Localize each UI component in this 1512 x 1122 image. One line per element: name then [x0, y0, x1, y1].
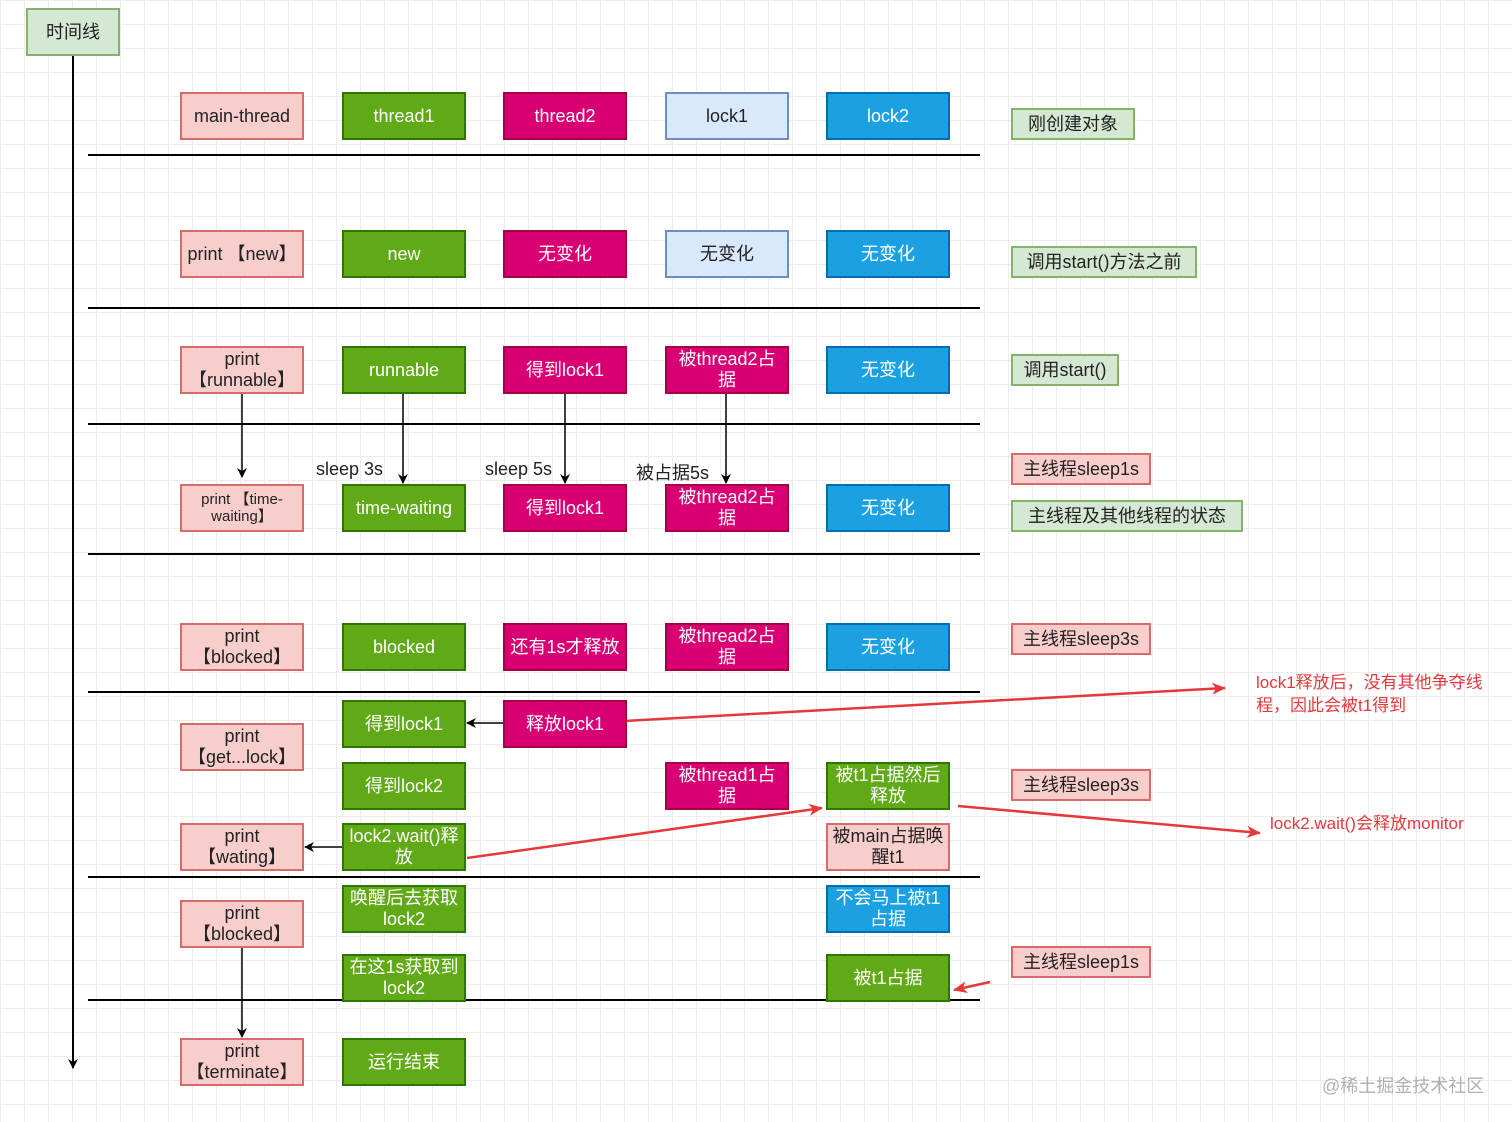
main-thread-header: main-thread: [180, 92, 304, 140]
thread2-state-new: 无变化: [503, 230, 627, 278]
lock1-state-blocked: 被thread2占据: [665, 623, 789, 671]
thread1-wake-acquire: 唤醒后去获取 lock2: [342, 885, 466, 933]
lock2-state-runnable: 无变化: [826, 346, 950, 394]
timeline-label: 时间线: [26, 8, 120, 56]
thread2-state-time-waiting: 得到lock1: [503, 484, 627, 532]
main-state-blocked: print 【blocked】: [180, 623, 304, 671]
watermark: @稀土掘金技术社区: [1322, 1076, 1485, 1096]
lock2-held-by-t1: 被t1占据: [826, 954, 950, 1002]
stage-main-sleep-3s-2: 主线程sleep3s: [1011, 769, 1151, 801]
lock1-header: lock1: [665, 92, 789, 140]
red-arrow-wait-to-lock2: [466, 803, 823, 860]
lock2-state-time-waiting: 无变化: [826, 484, 950, 532]
thread2-state-blocked: 还有1s才释放: [503, 623, 627, 671]
main-state-terminate: print 【terminate】: [180, 1038, 304, 1086]
stage-start-called: 调用start(): [1011, 354, 1119, 386]
lock2-not-immediately: 不会马上被t1 占据: [826, 885, 950, 933]
thread1-lock2-wait: lock2.wait()释 放: [342, 823, 466, 871]
main-state-blocked-2: print 【blocked】: [180, 900, 304, 948]
stage-main-sleep-3s: 主线程sleep3s: [1011, 623, 1151, 655]
stage-main-sleep-1s: 主线程sleep1s: [1011, 453, 1151, 485]
red-arrow-sleep1: [953, 980, 991, 994]
red-arrow-note1: [569, 682, 1226, 726]
thread2-state-runnable: 得到lock1: [503, 346, 627, 394]
lock2-state-blocked: 无变化: [826, 623, 950, 671]
lock1-state-runnable: 被thread2占据: [665, 346, 789, 394]
main-state-runnable: print 【runnable】: [180, 346, 304, 394]
thread1-state-new: new: [342, 230, 466, 278]
lock2-held-then-released: 被t1占据然后 释放: [826, 762, 950, 810]
thread2-header: thread2: [503, 92, 627, 140]
thread1-state-blocked: blocked: [342, 623, 466, 671]
thread1-got-lock2: 得到lock2: [342, 762, 466, 810]
note-lock1-released: lock1释放后，没有其他争夺线 程，因此会被t1得到: [1256, 673, 1483, 715]
main-state-new: print 【new】: [180, 230, 304, 278]
lock1-held-by-thread1: 被thread1占据: [665, 762, 789, 810]
lock2-header: lock2: [826, 92, 950, 140]
main-state-waiting: print 【wating】: [180, 823, 304, 871]
lock1-state-time-waiting: 被thread2占据: [665, 484, 789, 532]
thread1-got-lock1: 得到lock1: [342, 700, 466, 748]
main-state-time-waiting: print 【time- waiting】: [180, 484, 304, 532]
thread1-state-runnable: runnable: [342, 346, 466, 394]
thread1-acquired-lock2: 在这1s获取到 lock2: [342, 954, 466, 1002]
label-sleep-5s: sleep 5s: [485, 459, 553, 479]
stage-before-start: 调用start()方法之前: [1011, 246, 1197, 278]
thread1-finished: 运行结束: [342, 1038, 466, 1086]
note-wait-releases-monitor: lock2.wait()会释放monitor: [1270, 814, 1464, 833]
thread1-header: thread1: [342, 92, 466, 140]
lock2-state-new: 无变化: [826, 230, 950, 278]
red-arrow-note2: [957, 804, 1261, 838]
lock2-held-by-main: 被main占据唤 醒t1: [826, 823, 950, 871]
thread2-release-lock1: 释放lock1: [503, 700, 627, 748]
label-sleep-3s: sleep 3s: [316, 459, 384, 479]
stage-created: 刚创建对象: [1011, 108, 1135, 140]
label-held-5s: 被占据5s: [636, 463, 710, 483]
thread1-state-time-waiting: time-waiting: [342, 484, 466, 532]
lock1-state-new: 无变化: [665, 230, 789, 278]
stage-main-sleep-1s-2: 主线程sleep1s: [1011, 946, 1151, 978]
main-state-get-lock: print 【get...lock】: [180, 723, 304, 771]
stage-thread-states: 主线程及其他线程的状态: [1011, 500, 1243, 532]
